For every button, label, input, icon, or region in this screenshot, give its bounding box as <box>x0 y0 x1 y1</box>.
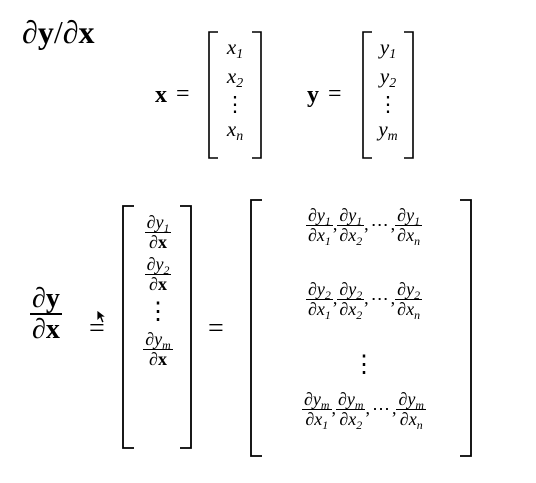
matrix-right-bracket <box>460 199 472 457</box>
col-vector-right-bracket <box>180 205 192 449</box>
vec-y-equals: = <box>328 81 342 107</box>
vec-x-vdots: ⋮ <box>224 92 246 116</box>
vec-y-entry-m: ym <box>378 117 398 144</box>
matrix-cell-2-n: ∂y2∂xn <box>395 279 423 322</box>
matrix-row-m: ∂ym∂x1, ∂ym∂x2, ⋯, ∂ym∂xn <box>302 389 426 432</box>
matrix-left-bracket <box>250 199 262 457</box>
title-partial-2: ∂ <box>62 14 79 50</box>
matrix-cdots-m: ⋯ <box>371 399 390 420</box>
title-x: x <box>78 14 95 50</box>
col-vector-entry-2: ∂y2 ∂x <box>144 254 172 295</box>
col-vector-entry-1: ∂y1 ∂x <box>144 212 172 253</box>
vec-x-entry-n: xn <box>226 117 244 144</box>
lhs-fraction: ∂y ∂x <box>30 284 62 344</box>
title-slash: / <box>53 14 63 50</box>
lhs-numerator: ∂y <box>32 283 60 314</box>
matrix-cell-2-1: ∂y2∂x1 <box>305 279 333 322</box>
vec-x-entries: x1 x2 ⋮ xn <box>218 34 252 145</box>
matrix-cell-1-n: ∂y1∂xn <box>395 205 423 248</box>
vec-y-left-bracket <box>362 31 372 159</box>
vec-x-left-bracket <box>208 31 218 159</box>
page-title: ∂y/∂x <box>22 12 95 52</box>
vec-y-entry-1: y1 <box>379 35 397 62</box>
matrix-row-2: ∂y2∂x1, ∂y2∂x2, ⋯, ∂y2∂xn <box>305 279 423 322</box>
matrix-cell-m-2: ∂ym∂x2 <box>336 389 366 432</box>
matrix-cell-m-n: ∂ym∂xn <box>396 389 426 432</box>
title-y: y <box>37 14 54 50</box>
matrix-vdots: ⋮ <box>352 352 376 378</box>
matrix-cell-m-1: ∂ym∂x1 <box>302 389 332 432</box>
lhs-denominator: ∂x <box>32 313 60 345</box>
vec-x-right-bracket <box>252 31 262 159</box>
col-vector-vdots: ⋮ <box>146 299 170 326</box>
title-partial: ∂ <box>22 14 38 50</box>
matrix-cdots-1: ⋯ <box>370 215 389 236</box>
matrix-row-1: ∂y1∂x1, ∂y1∂x2, ⋯, ∂y1∂xn <box>305 205 423 248</box>
vec-x-entry-1: x1 <box>226 35 244 62</box>
vec-x-entry-2: x2 <box>226 64 244 91</box>
vec-x-equals: = <box>176 81 190 107</box>
equals-2: = <box>208 313 224 344</box>
vec-x-name: x <box>155 82 167 108</box>
col-vector-entry-m: ∂ym ∂x <box>143 329 173 370</box>
vec-y-entries: y1 y2 ⋮ ym <box>371 34 405 145</box>
vec-y-name: y <box>307 82 319 108</box>
col-vector-left-bracket <box>122 205 134 449</box>
lhs-fraction-bar <box>30 313 62 315</box>
matrix-cell-1-1: ∂y1∂x1 <box>305 205 333 248</box>
matrix-cdots-2: ⋯ <box>370 289 389 310</box>
vec-y-entry-2: y2 <box>379 64 397 91</box>
cursor-icon <box>96 309 108 324</box>
vec-y-vdots: ⋮ <box>377 92 399 116</box>
equals-1: = <box>89 313 105 344</box>
vec-y-right-bracket <box>404 31 414 159</box>
matrix-cell-2-2: ∂y2∂x2 <box>337 279 365 322</box>
col-vector-entries: ∂y1 ∂x ∂y2 ∂x ⋮ ∂ym ∂x <box>134 213 182 369</box>
matrix-cell-1-2: ∂y1∂x2 <box>337 205 365 248</box>
